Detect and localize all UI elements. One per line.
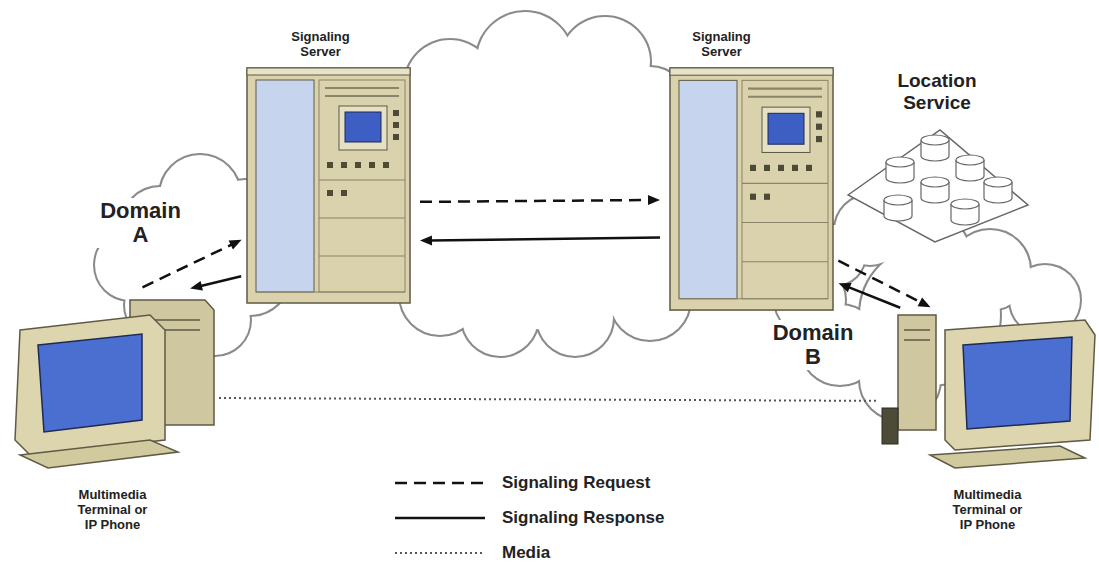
service-label: Location Service [882, 70, 992, 114]
arrowhead [190, 281, 203, 291]
connector [420, 235, 660, 245]
signaling-server: Signaling Server [247, 68, 410, 303]
connector [838, 261, 930, 308]
computer-icon [882, 315, 1095, 468]
terminal-label: Multimedia Terminal or IP Phone [73, 488, 153, 533]
connector-line [219, 398, 876, 401]
computer-icon [15, 300, 214, 468]
arrowhead [918, 297, 931, 307]
legend-text: Media [502, 543, 550, 563]
connector-line [838, 261, 921, 303]
connector-line [420, 200, 650, 202]
server-label: Signaling Server [682, 30, 762, 60]
connector-line [430, 238, 660, 241]
location-service: Location Service [842, 120, 1032, 245]
database-icon [848, 130, 1028, 242]
arrowhead [420, 235, 432, 245]
connector [839, 283, 901, 308]
server-icon [247, 68, 833, 310]
domain-label: Domain B [765, 320, 861, 370]
arrowhead [648, 195, 660, 205]
legend-sample [395, 483, 485, 553]
signaling-server: Signaling Server [670, 68, 833, 310]
legend-text: Signaling Response [502, 508, 664, 528]
connector [190, 276, 241, 290]
connector-line [848, 287, 900, 308]
arrowhead [839, 283, 852, 292]
connector-line [200, 276, 241, 286]
multimedia-terminal: Multimedia Terminal or IP Phone [880, 310, 1095, 470]
arrowhead [229, 240, 242, 250]
legend-text: Signaling Request [502, 473, 650, 493]
connector [420, 195, 660, 205]
server-label: Signaling Server [281, 30, 361, 60]
connector [219, 398, 876, 401]
terminal-label: Multimedia Terminal or IP Phone [948, 488, 1028, 533]
multimedia-terminal: Multimedia Terminal or IP Phone [10, 290, 215, 470]
domain-label: Domain A [95, 198, 186, 248]
